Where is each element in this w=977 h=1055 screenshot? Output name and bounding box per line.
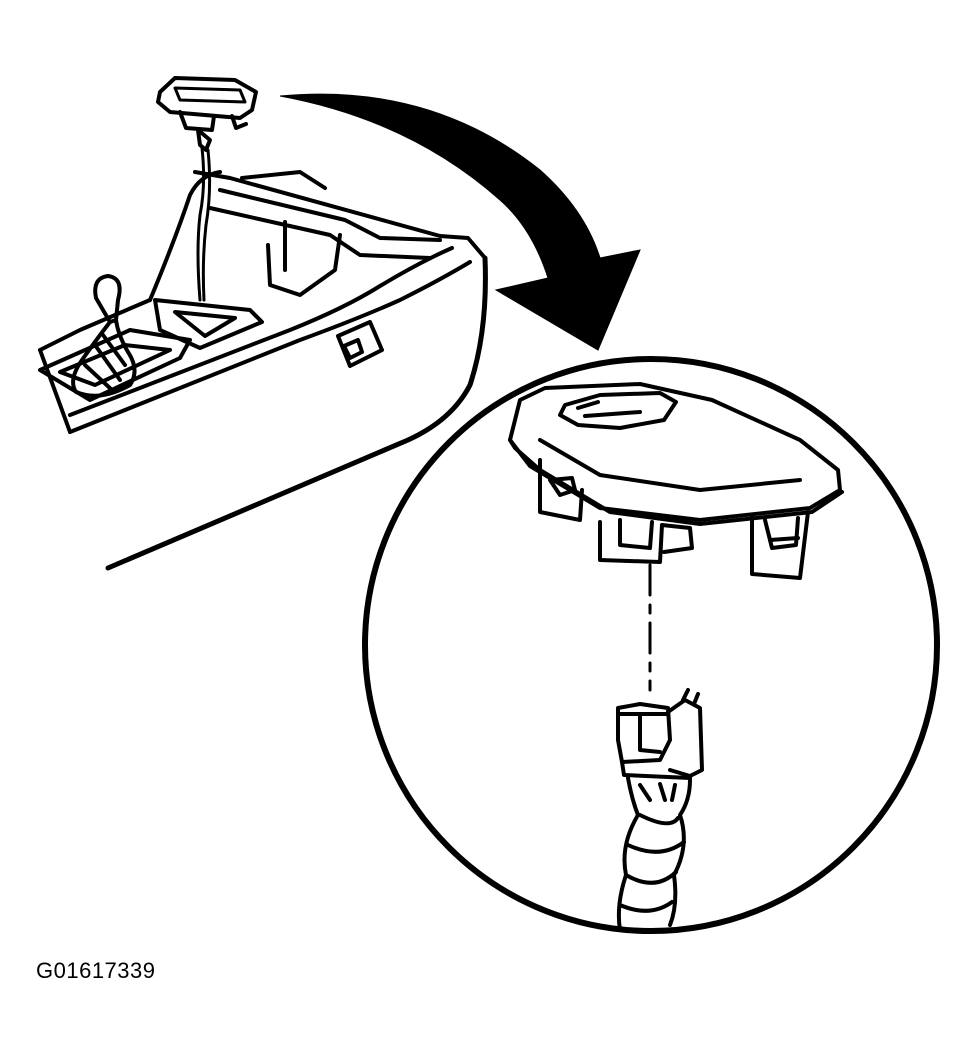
curved-arrow — [279, 93, 641, 351]
overview-wire-harness — [196, 146, 212, 302]
overview-switch — [156, 76, 258, 152]
detail-wire-harness — [616, 776, 692, 932]
detail-circle — [362, 356, 940, 934]
detail-switch — [508, 382, 844, 580]
figure-code-label: G01617339 — [36, 958, 156, 983]
shift-lever — [71, 274, 137, 398]
center-console — [38, 170, 488, 571]
wiring-connector — [616, 688, 704, 780]
